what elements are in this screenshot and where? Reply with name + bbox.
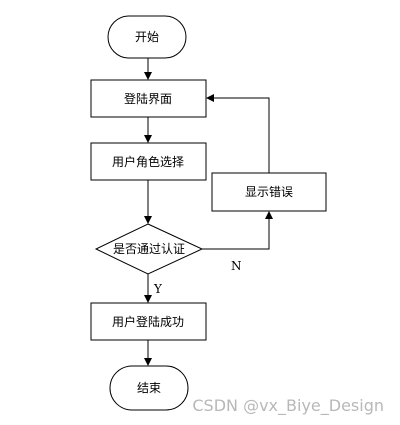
edge-auth-to-error [202, 211, 273, 250]
node-login-page-label: 登陆界面 [124, 91, 172, 106]
node-login-success: 用户登陆成功 [90, 302, 207, 341]
node-end-label: 结束 [137, 381, 161, 395]
node-login-page: 登陆界面 [90, 79, 207, 118]
node-start: 开始 [107, 15, 187, 59]
node-show-error-label: 显示错误 [245, 185, 293, 199]
watermark: CSDN @vx_Biye_Design [192, 396, 384, 416]
node-auth-check: 是否通过认证 [94, 223, 204, 275]
node-show-error: 显示错误 [211, 172, 327, 212]
node-role-select: 用户角色选择 [90, 142, 207, 181]
edge-error-to-login [206, 94, 270, 173]
edge-label-yes: Y [153, 282, 163, 296]
edge-label-no: N [231, 259, 242, 273]
node-role-select-label: 用户角色选择 [112, 154, 184, 169]
node-login-success-label: 用户登陆成功 [112, 314, 184, 329]
node-auth-check-label: 是否通过认证 [113, 242, 185, 256]
node-end: 结束 [109, 365, 189, 411]
node-start-label: 开始 [135, 30, 159, 44]
